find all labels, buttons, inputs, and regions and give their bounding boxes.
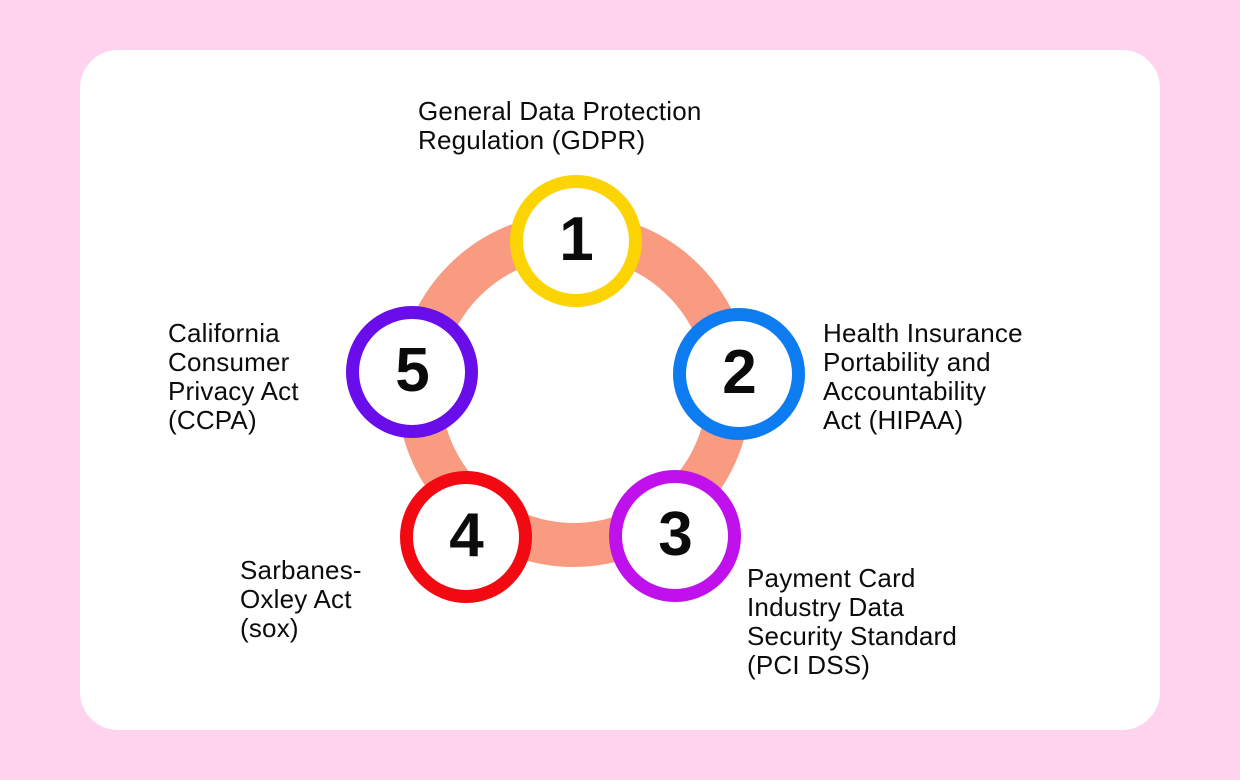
node-circle-ccpa: 5 <box>346 306 478 438</box>
label-line: Regulation (GDPR) <box>418 125 646 155</box>
label-line: Consumer <box>168 347 290 377</box>
node-number-5: 5 <box>395 335 429 405</box>
label-gdpr: General Data Protection Regulation (GDPR… <box>418 97 702 155</box>
label-line: General Data Protection <box>418 96 702 126</box>
label-ccpa: California Consumer Privacy Act (CCPA) <box>168 319 299 435</box>
label-line: (CCPA) <box>168 405 257 435</box>
node-number-4: 4 <box>449 500 483 570</box>
node-circle-pci-dss: 3 <box>609 470 741 602</box>
label-line: Oxley Act <box>240 584 352 614</box>
label-line: Portability and <box>823 347 991 377</box>
label-line: (PCI DSS) <box>747 650 871 680</box>
node-circle-gdpr: 1 <box>510 175 642 307</box>
label-hipaa: Health Insurance Portability and Account… <box>823 319 1023 435</box>
label-line: Sarbanes- <box>240 555 362 585</box>
label-line: Accountability <box>823 376 987 406</box>
node-number-3: 3 <box>658 499 692 569</box>
label-sox: Sarbanes- Oxley Act (sox) <box>240 556 362 643</box>
label-pci-dss: Payment Card Industry Data Security Stan… <box>747 564 957 680</box>
node-circle-sox: 4 <box>400 471 532 603</box>
label-line: Payment Card <box>747 563 916 593</box>
label-line: Privacy Act <box>168 376 299 406</box>
node-number-2: 2 <box>722 337 756 407</box>
node-number-1: 1 <box>559 204 593 274</box>
label-line: (sox) <box>240 613 299 643</box>
label-line: California <box>168 318 280 348</box>
label-line: Health Insurance <box>823 318 1023 348</box>
label-line: Security Standard <box>747 621 958 651</box>
label-line: Act (HIPAA) <box>823 405 964 435</box>
node-circle-hipaa: 2 <box>673 308 805 440</box>
label-line: Industry Data <box>747 592 905 622</box>
